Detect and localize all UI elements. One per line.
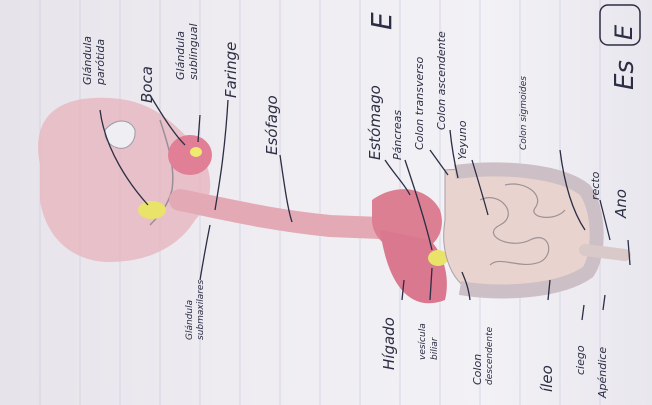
label-glandula-submaxilar-2: submaxilares xyxy=(197,280,206,340)
label-yeyuno: Yeyuno xyxy=(457,121,468,160)
label-recto: recto xyxy=(590,172,601,200)
label-glandula-parotida-1: Glándula xyxy=(82,36,93,85)
rectum-shape xyxy=(585,250,625,255)
label-esofago: Esófago xyxy=(265,95,280,155)
label-ano: Ano xyxy=(614,189,629,218)
header-fragment-top: E xyxy=(368,12,396,30)
header-fragment-bottom: Es xyxy=(612,60,638,90)
header-fragment-box: E xyxy=(612,25,636,40)
label-vesicula-2: biliar xyxy=(431,338,440,360)
label-colon-transverso: Colon transverso xyxy=(414,57,425,150)
label-apendice: Apéndice xyxy=(597,347,608,398)
label-glandula-parotida-2: parótida xyxy=(95,39,106,85)
label-colon-ascendente: Colon ascendente xyxy=(436,31,447,130)
label-glandula-submaxilar-1: Glándula xyxy=(186,300,195,340)
label-higado: Hígado xyxy=(382,317,397,370)
label-faringe: Faringe xyxy=(224,42,239,98)
label-colon-sigmoides: Colon sigmoides xyxy=(520,76,529,150)
label-pancreas: Páncreas xyxy=(392,110,403,160)
mouth-shape xyxy=(168,135,212,175)
parotid-gland xyxy=(138,201,166,219)
label-ciego: ciego xyxy=(575,345,586,375)
label-vesicula-1: vesícula xyxy=(419,323,428,360)
label-glandula-sublingual-1: Glándula xyxy=(175,31,186,80)
liver-shape xyxy=(380,230,447,303)
label-colon-desc-1: Colon xyxy=(472,354,483,385)
label-colon-desc-2: descendente xyxy=(486,327,495,385)
label-ileo: íleo xyxy=(540,365,555,392)
sublingual-gland xyxy=(190,147,202,157)
label-estomago: Estómago xyxy=(368,85,383,160)
label-boca: Boca xyxy=(140,66,155,103)
label-glandula-sublingual-2: sublingual xyxy=(188,23,199,80)
